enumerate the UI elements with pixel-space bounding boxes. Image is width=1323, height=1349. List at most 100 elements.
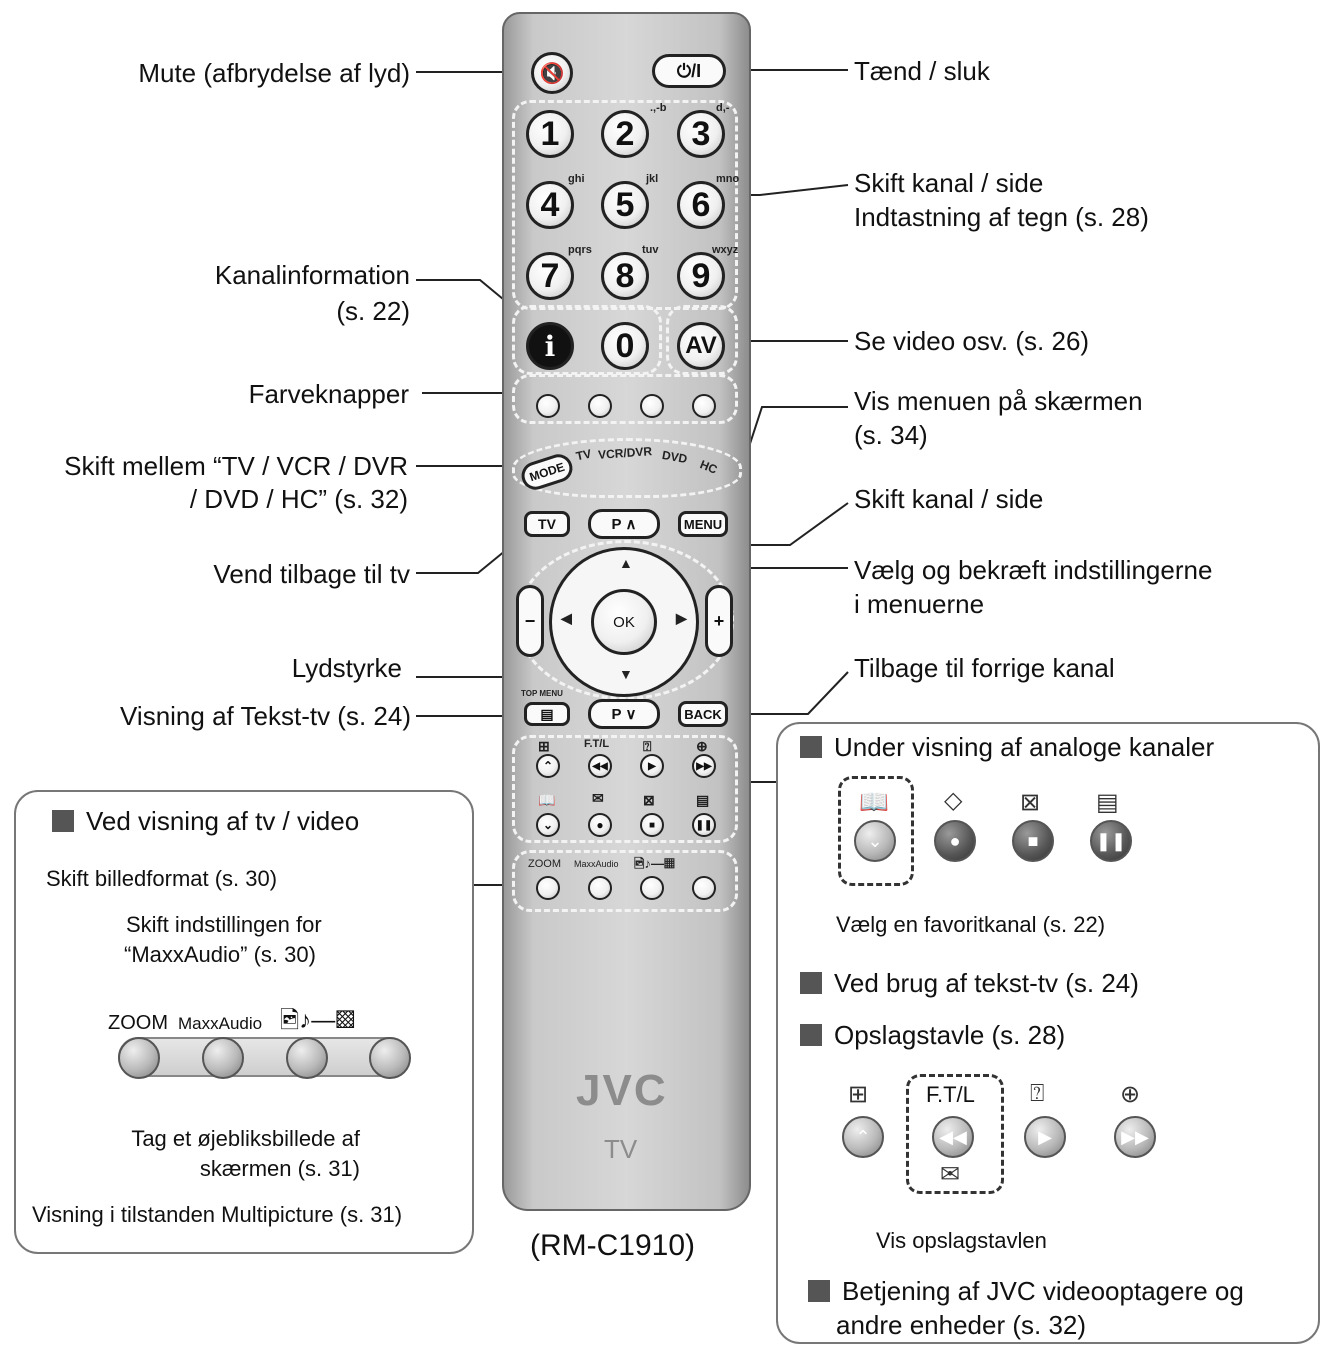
down-function-button[interactable]: ⌄ [536, 813, 560, 837]
maxxaudio-text: MaxxAudio [178, 1014, 263, 1033]
mute-button[interactable]: 🔇 [531, 52, 573, 94]
stop-large-button[interactable]: ■ [1012, 820, 1054, 862]
snapshot-button[interactable] [640, 876, 664, 900]
color-keys-label: Farveknapper [248, 379, 409, 409]
color-key-red[interactable] [536, 394, 560, 418]
video-label: Se video osv. (s. 26) [854, 326, 1090, 356]
message-diamond-icon: ◇ [944, 787, 963, 814]
key-5[interactable]: 5 [601, 181, 649, 229]
forward-button[interactable]: ▶▶ [692, 754, 716, 778]
index-icon: ▤ [696, 792, 710, 808]
maxxaudio-button[interactable] [588, 876, 612, 900]
speaker-muted-icon: 🔇 [539, 62, 565, 85]
color-group-outline [512, 374, 738, 424]
stop-button[interactable]: ■ [640, 813, 664, 837]
program-down-button[interactable]: P ∨ [588, 699, 660, 729]
nav-up-icon[interactable]: ▲ [619, 555, 633, 571]
maxxaudio-large-button[interactable] [202, 1037, 244, 1079]
char-input-label: Indtastning af tegn (s. 28) [854, 202, 1149, 232]
key-8-sublabel: tuv [642, 244, 659, 256]
rewind-large-button[interactable]: ◀◀ [932, 1116, 974, 1158]
power-label: Tænd / sluk [854, 56, 990, 86]
switch-mode-label: Skift mellem “TV / VCR / DVR [64, 451, 408, 481]
navigation-ring[interactable]: OK [549, 547, 699, 697]
program-up-button[interactable]: P ∧ [588, 509, 660, 539]
record-large-button[interactable]: ● [934, 820, 976, 862]
hold-large-icon: ⊞ [848, 1081, 869, 1108]
key-9[interactable]: 9 [677, 252, 725, 300]
power-button[interactable]: ⏻/I [652, 54, 726, 88]
channel-page-label: Skift kanal / side [854, 168, 1044, 198]
menu-button[interactable]: MENU [678, 511, 728, 537]
key-4[interactable]: 4 [526, 181, 574, 229]
rewind-button[interactable]: ◀◀ [588, 754, 612, 778]
snapshot-label-2: skærmen (s. 31) [199, 1156, 360, 1181]
maxx-setting-label: Skift indstillingen for [126, 912, 322, 937]
play-large-button[interactable]: ▶ [1024, 1116, 1066, 1158]
forward-large-button[interactable]: ▶▶ [1114, 1116, 1156, 1158]
nav-right-icon[interactable]: ▶ [676, 610, 687, 626]
record-button[interactable]: ● [588, 813, 612, 837]
snapshot-large-button[interactable] [286, 1037, 328, 1079]
volume-label: Lydstyrke [291, 653, 402, 683]
prev-channel-label: Tilbage til forrige kanal [854, 653, 1115, 683]
snapshot-multipicture-icons: 🖻♪—▩ [280, 1007, 356, 1034]
volume-up-button[interactable]: + [705, 585, 733, 657]
mute-label: Mute (afbrydelse af lyd) [138, 58, 410, 88]
color-key-yellow[interactable] [640, 394, 664, 418]
volume-down-button[interactable]: − [516, 585, 544, 657]
pause-button[interactable]: ❚❚ [692, 813, 716, 837]
key-0[interactable]: 0 [601, 322, 649, 370]
color-key-green[interactable] [588, 394, 612, 418]
tv-button[interactable]: TV [524, 511, 570, 537]
menu-page-label: (s. 34) [854, 420, 928, 450]
tv-video-panel [14, 790, 474, 1254]
up-function-button[interactable]: ⌃ [536, 754, 560, 778]
back-button[interactable]: BACK [678, 701, 728, 727]
key-3[interactable]: 3 [677, 110, 725, 158]
teletext-button[interactable]: ▤ [524, 702, 570, 726]
favorite-down-button[interactable]: ⌄ [854, 820, 896, 862]
ftl-label: F.T/L [584, 738, 610, 750]
key-3-sublabel: d,- [716, 102, 730, 114]
nav-left-icon[interactable]: ◀ [561, 610, 572, 626]
multipicture-button[interactable] [692, 876, 716, 900]
key-6[interactable]: 6 [677, 181, 725, 229]
switch-mode-label-2: / DVD / HC” (s. 32) [189, 484, 408, 514]
av-group-outline [666, 305, 738, 375]
cancel-box-icon: ⊠ [1020, 789, 1041, 816]
function-group-outline [512, 735, 738, 843]
pause-large-button[interactable]: ❚❚ [1090, 820, 1132, 862]
key-2[interactable]: 2 [601, 110, 649, 158]
key-2-sublabel: .,-b [650, 102, 667, 114]
key-9-sublabel: wxyz [712, 244, 739, 256]
key-1[interactable]: 1 [526, 110, 574, 158]
reveal-icon: ⍰ [643, 738, 652, 754]
key-7[interactable]: 7 [526, 252, 574, 300]
play-button[interactable]: ▶ [640, 754, 664, 778]
return-tv-label: Vend tilbage til tv [213, 559, 410, 589]
info-button[interactable]: i [526, 322, 574, 370]
brand-logo: JVC [576, 1066, 668, 1115]
snapshot-label: Tag et øjebliksbillede af [131, 1126, 360, 1151]
multipicture-large-button[interactable] [369, 1037, 411, 1079]
select-confirm-label-2: i menuerne [854, 589, 985, 619]
ok-button[interactable]: OK [591, 589, 657, 655]
ftl-large-label: F.T/L [926, 1082, 975, 1107]
key-4-sublabel: ghi [568, 173, 585, 185]
zoom-large-button[interactable] [118, 1037, 160, 1079]
av-button[interactable]: AV [677, 322, 725, 370]
color-key-blue[interactable] [692, 394, 716, 418]
message-envelope-icon: ✉ [940, 1161, 961, 1188]
snapshot-key-icon: 🖻♪—▦ [634, 856, 675, 871]
nav-down-icon[interactable]: ▼ [619, 666, 633, 682]
maxx-key-label: MaxxAudio [574, 859, 619, 869]
top-menu-label: TOP MENU [521, 689, 563, 698]
jvc-devices-heading: Betjening af JVC videooptagere og [808, 1274, 1244, 1308]
subpage-icon: ⊕ [696, 738, 708, 754]
up-large-button[interactable]: ⌃ [842, 1116, 884, 1158]
key-8[interactable]: 8 [601, 252, 649, 300]
zoom-button[interactable] [536, 876, 560, 900]
teletext-icon: ▤ [540, 705, 554, 722]
ftl-group-outline [906, 1074, 1004, 1194]
